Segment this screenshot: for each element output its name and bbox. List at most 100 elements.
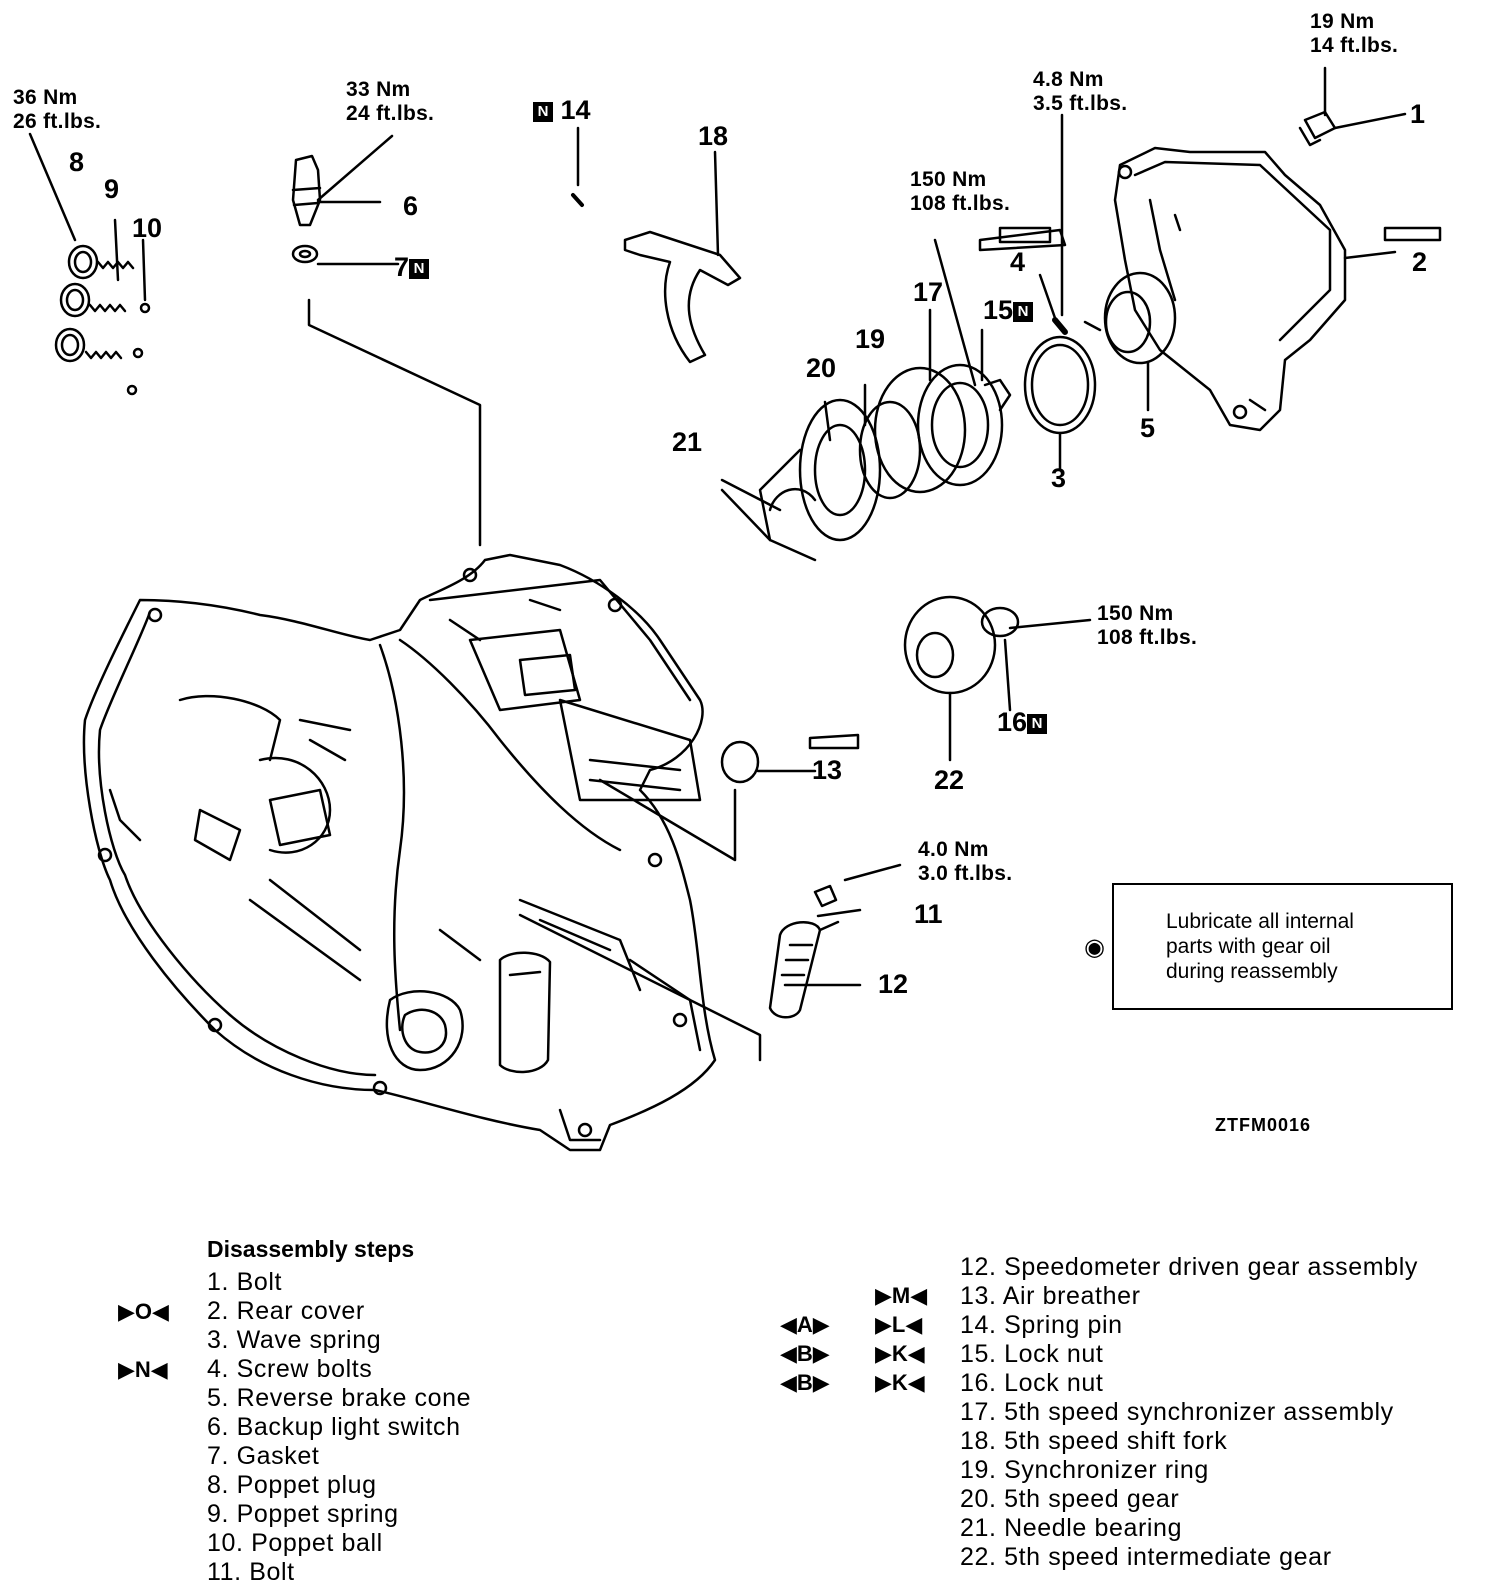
callout-17: 17 bbox=[913, 277, 944, 307]
step-item: 12. Speedometer driven gear assembly bbox=[960, 1253, 1418, 1281]
step-item: 20. 5th speed gear bbox=[960, 1485, 1180, 1513]
step-item: 5. Reverse brake cone bbox=[207, 1384, 472, 1412]
torque-nm: 4.8 Nm bbox=[1033, 68, 1104, 91]
step-item: 4. Screw bolts bbox=[207, 1355, 373, 1383]
step-item: 22. 5th speed intermediate gear bbox=[960, 1543, 1332, 1571]
step-marker-15b: ▶K◀ bbox=[875, 1341, 925, 1366]
lubrication-note-text: Lubricate all internal parts with gear o… bbox=[1166, 909, 1354, 984]
bolt-1 bbox=[1298, 66, 1407, 147]
torque-nm: 36 Nm bbox=[13, 86, 78, 109]
new-part-marker: N bbox=[409, 258, 430, 279]
step-item: 19. Synchronizer ring bbox=[960, 1456, 1209, 1484]
callout-16-number: 16 bbox=[997, 707, 1028, 737]
note-line: Lubricate all internal bbox=[1166, 910, 1354, 933]
callout-14-number: 14 bbox=[560, 95, 591, 125]
step-marker-2: ▶O◀ bbox=[118, 1299, 169, 1324]
step-item: 11. Bolt bbox=[207, 1558, 295, 1586]
torque-ftlbs: 108 ft.lbs. bbox=[1097, 626, 1198, 649]
callout-14: N 14 bbox=[533, 96, 591, 124]
callout-20: 20 bbox=[806, 353, 837, 383]
step-item: 18. 5th speed shift fork bbox=[960, 1427, 1228, 1455]
step-item: 2. Rear cover bbox=[207, 1297, 365, 1325]
step-marker-13: ▶M◀ bbox=[875, 1283, 928, 1308]
step-item: 9. Poppet spring bbox=[207, 1500, 399, 1528]
torque-nm: 150 Nm bbox=[1097, 602, 1174, 625]
step-item: 8. Poppet plug bbox=[207, 1471, 377, 1499]
note-line: during reassembly bbox=[1166, 960, 1338, 983]
torque-nm: 4.0 Nm bbox=[918, 838, 989, 861]
step-item: 13. Air breather bbox=[960, 1282, 1141, 1310]
note-line: parts with gear oil bbox=[1166, 935, 1331, 958]
callout-10: 10 bbox=[132, 213, 163, 243]
wave-spring bbox=[1023, 335, 1097, 435]
step-marker-16b: ▶K◀ bbox=[875, 1370, 925, 1395]
poppet-parts bbox=[28, 132, 151, 396]
oil-can-icon: ◉ bbox=[1084, 934, 1105, 961]
torque-ftlbs: 3.0 ft.lbs. bbox=[918, 862, 1013, 885]
transaxle-case bbox=[82, 553, 717, 1152]
torque-ftlbs: 108 ft.lbs. bbox=[910, 192, 1011, 215]
torque-label-6: 33 Nm 24 ft.lbs. bbox=[346, 78, 434, 126]
callout-11: 11 bbox=[914, 899, 943, 929]
torque-label-1: 19 Nm 14 ft.lbs. bbox=[1310, 10, 1398, 58]
step-item: 10. Poppet ball bbox=[207, 1529, 383, 1557]
rear-cover bbox=[1113, 146, 1442, 432]
new-part-marker: N bbox=[533, 101, 553, 122]
gear-cluster bbox=[720, 228, 1067, 562]
torque-nm: 19 Nm bbox=[1310, 10, 1375, 33]
step-marker-14b: ▶L◀ bbox=[875, 1312, 923, 1337]
callout-3: 3 bbox=[1051, 463, 1067, 493]
callout-15-number: 15 bbox=[983, 295, 1014, 325]
torque-ftlbs: 3.5 ft.lbs. bbox=[1033, 92, 1128, 115]
steps-right-list: 12. Speedometer driven gear assembly 13.… bbox=[960, 1253, 1418, 1572]
torque-ftlbs: 26 ft.lbs. bbox=[13, 110, 102, 133]
callout-12: 12 bbox=[878, 969, 909, 999]
step-marker-14a: ◀A▶ bbox=[780, 1312, 830, 1337]
intermediate-gear bbox=[903, 595, 1092, 762]
step-item: 21. Needle bearing bbox=[960, 1514, 1183, 1542]
new-part-marker: N bbox=[1027, 713, 1048, 734]
step-item: 3. Wave spring bbox=[207, 1326, 382, 1354]
figure-id: ZTFM0016 bbox=[1215, 1115, 1312, 1135]
callout-13: 13 bbox=[812, 755, 843, 785]
callout-5: 5 bbox=[1140, 413, 1156, 443]
step-item: 16. Lock nut bbox=[960, 1369, 1104, 1397]
steps-heading: Disassembly steps bbox=[207, 1236, 415, 1262]
new-part-marker: N bbox=[1013, 301, 1034, 322]
step-item: 17. 5th speed synchronizer assembly bbox=[960, 1398, 1394, 1426]
step-item: 15. Lock nut bbox=[960, 1340, 1104, 1368]
torque-label-4: 4.8 Nm 3.5 ft.lbs. bbox=[1033, 68, 1127, 116]
torque-label-15: 150 Nm 108 ft.lbs. bbox=[910, 168, 1010, 216]
step-marker-4: ▶N◀ bbox=[118, 1357, 168, 1382]
steps-left-list: 1. Bolt 2. Rear cover 3. Wave spring 4. … bbox=[207, 1268, 471, 1587]
torque-ftlbs: 14 ft.lbs. bbox=[1310, 34, 1399, 57]
torque-nm: 150 Nm bbox=[910, 168, 987, 191]
callout-8: 8 bbox=[69, 147, 85, 177]
callout-18: 18 bbox=[698, 121, 729, 151]
torque-ftlbs: 24 ft.lbs. bbox=[346, 102, 435, 125]
callout-4: 4 bbox=[1010, 247, 1026, 277]
speedometer-gear bbox=[768, 884, 840, 1019]
torque-label-16: 150 Nm 108 ft.lbs. bbox=[1097, 602, 1197, 650]
torque-label-8: 36 Nm 26 ft.lbs. bbox=[13, 86, 101, 134]
callout-21: 21 bbox=[672, 427, 703, 457]
step-item: 6. Backup light switch bbox=[207, 1413, 461, 1441]
callout-7-number: 7 bbox=[394, 252, 410, 282]
backup-switch bbox=[291, 134, 400, 266]
torque-nm: 33 Nm bbox=[346, 78, 411, 101]
step-marker-16a: ◀B▶ bbox=[780, 1370, 830, 1395]
callout-2: 2 bbox=[1412, 247, 1428, 277]
callout-22: 22 bbox=[934, 765, 965, 795]
step-item: 1. Bolt bbox=[207, 1268, 283, 1296]
step-item: 14. Spring pin bbox=[960, 1311, 1123, 1339]
step-item: 7. Gasket bbox=[207, 1442, 320, 1470]
callout-19: 19 bbox=[855, 324, 886, 354]
shift-fork bbox=[623, 150, 742, 364]
lubrication-note: ◉ Lubricate all internal parts with gear… bbox=[1084, 883, 1453, 1010]
step-marker-15a: ◀B▶ bbox=[780, 1341, 830, 1366]
callout-9: 9 bbox=[104, 174, 120, 204]
